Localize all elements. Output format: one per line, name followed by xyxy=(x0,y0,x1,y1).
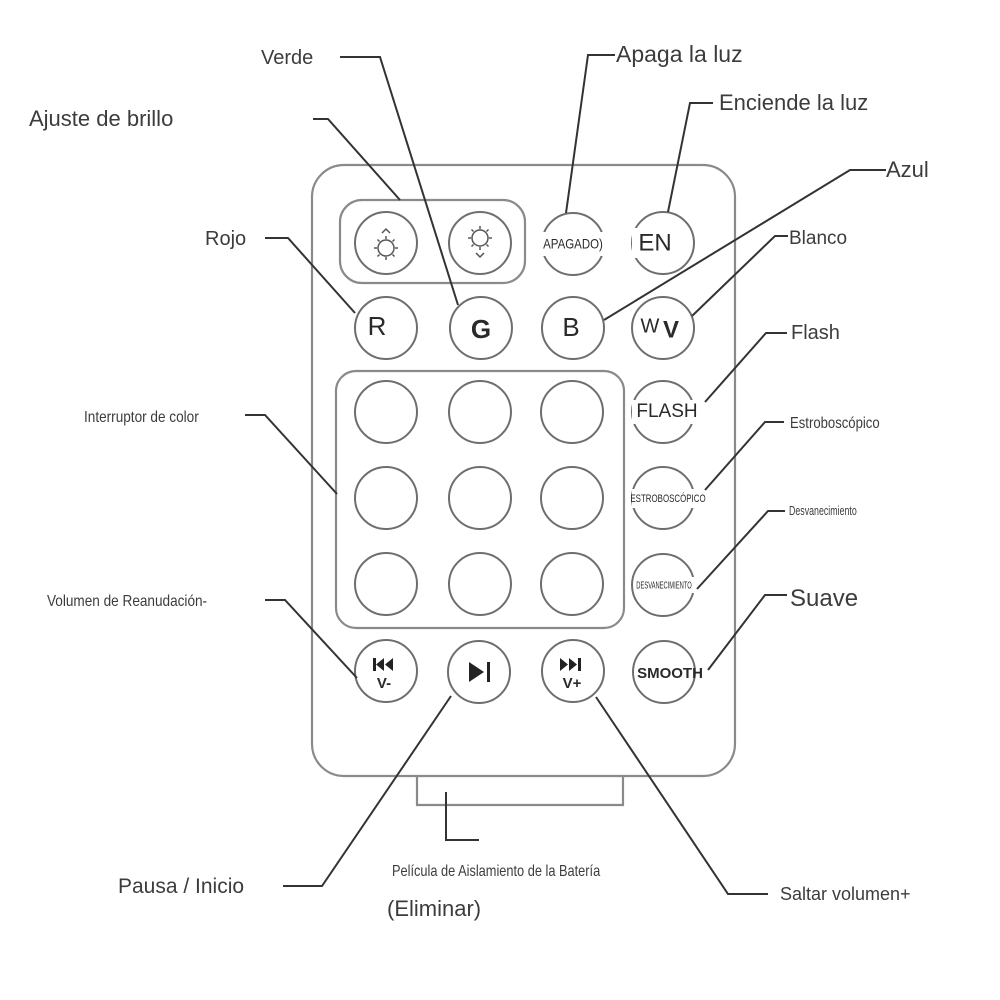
strobe-button[interactable]: ESTROBOSCÓPICO xyxy=(630,466,706,530)
color-button-8[interactable] xyxy=(448,552,512,616)
leader-off xyxy=(565,54,615,214)
skip-forward-icon xyxy=(560,658,581,671)
fade-button[interactable]: DESVANECIMIENTO xyxy=(631,553,696,617)
prev-volume-down-button[interactable]: V- xyxy=(354,639,418,703)
callout-volume-down: Volumen de Reanudación- xyxy=(47,593,207,610)
callout-red: Rojo xyxy=(205,228,246,250)
battery-tab xyxy=(415,776,625,807)
callout-flash: Flash xyxy=(791,322,840,344)
blue-button[interactable]: B xyxy=(541,296,605,360)
leader-battery-film xyxy=(445,792,479,841)
leader-brightness xyxy=(313,118,401,201)
on-button[interactable]: EN xyxy=(631,211,695,275)
remote-body xyxy=(310,163,737,778)
white-button-mark: V xyxy=(663,316,679,343)
play-pause-button[interactable] xyxy=(447,640,511,704)
callout-brightness: Ajuste de brillo xyxy=(29,106,173,131)
leader-red xyxy=(265,237,356,314)
color-button-3[interactable] xyxy=(540,380,604,444)
callout-color-switch: Interruptor de color xyxy=(84,409,199,426)
white-button[interactable]: W V xyxy=(631,296,695,360)
off-button[interactable]: APAGADO) xyxy=(539,212,607,276)
color-switch-group xyxy=(334,369,626,630)
leader-volume-down xyxy=(265,599,358,679)
callout-volume-up: Saltar volumen+ xyxy=(780,884,911,904)
off-button-label: APAGADO) xyxy=(543,236,603,252)
green-button-label: G xyxy=(471,314,491,344)
leader-green xyxy=(340,56,459,306)
callout-battery-film-note: (Eliminar) xyxy=(387,896,481,921)
brightness-down-button[interactable] xyxy=(448,211,512,275)
prev-button-sublabel: V- xyxy=(377,675,391,692)
skip-back-icon xyxy=(373,658,393,671)
leader-white xyxy=(691,235,788,317)
callout-blue: Azul xyxy=(886,157,929,182)
leader-fade xyxy=(696,510,785,590)
callout-fade: Desvanecimiento xyxy=(789,504,857,518)
green-button[interactable]: G xyxy=(449,296,513,360)
color-button-9[interactable] xyxy=(540,552,604,616)
color-button-6[interactable] xyxy=(540,466,604,530)
color-button-2[interactable] xyxy=(448,380,512,444)
callout-play-pause: Pausa / Inicio xyxy=(118,875,244,898)
leader-volume-up xyxy=(595,696,768,895)
callout-on: Enciende la luz xyxy=(719,90,868,115)
leader-on xyxy=(667,102,713,213)
leader-play-pause xyxy=(283,695,452,887)
brightness-group xyxy=(338,198,527,285)
flash-button-label: FLASH xyxy=(636,401,697,422)
smooth-button-label: SMOOTH xyxy=(637,665,703,682)
callout-strobe: Estroboscópico xyxy=(790,415,880,432)
leader-strobe xyxy=(704,421,784,491)
color-button-7[interactable] xyxy=(354,552,418,616)
next-button-sublabel: V+ xyxy=(563,675,582,692)
red-button-label: R xyxy=(368,311,387,341)
blue-button-label: B xyxy=(562,312,579,342)
callout-off: Apaga la luz xyxy=(616,41,743,67)
callout-white: Blanco xyxy=(789,228,847,249)
leader-blue xyxy=(603,169,886,321)
flash-button[interactable]: FLASH xyxy=(631,380,702,444)
fade-button-label: DESVANECIMIENTO xyxy=(636,580,691,591)
leader-color-switch xyxy=(245,414,338,495)
on-button-label: EN xyxy=(638,229,671,256)
red-button[interactable]: R xyxy=(354,296,418,360)
brightness-up-button[interactable] xyxy=(354,211,418,275)
smooth-button[interactable]: SMOOTH xyxy=(632,640,703,704)
callout-smooth: Suave xyxy=(790,585,858,612)
color-button-1[interactable] xyxy=(354,380,418,444)
strobe-button-label: ESTROBOSCÓPICO xyxy=(630,493,705,506)
sun-arrow-up-icon xyxy=(374,227,398,260)
callout-green: Verde xyxy=(261,47,313,69)
leader-smooth xyxy=(707,594,787,671)
callout-battery-film: Película de Aislamiento de la Batería xyxy=(392,863,601,881)
color-button-5[interactable] xyxy=(448,466,512,530)
leader-lines xyxy=(245,54,886,895)
white-button-label: W xyxy=(641,315,660,337)
sun-arrow-down-icon xyxy=(468,226,492,259)
play-pause-icon xyxy=(469,662,490,682)
color-button-4[interactable] xyxy=(354,466,418,530)
leader-flash xyxy=(704,332,787,403)
next-volume-up-button[interactable]: V+ xyxy=(541,639,605,703)
color-grid xyxy=(354,380,604,616)
